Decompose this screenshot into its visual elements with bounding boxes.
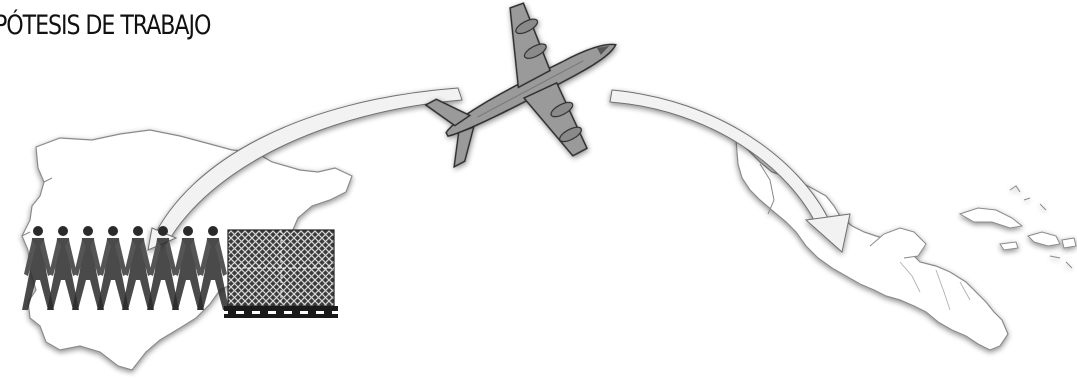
- cargo-aircraft-icon: [401, 0, 653, 207]
- arrival-arrow: [610, 90, 850, 252]
- cargo-pallet-icon: [224, 230, 338, 318]
